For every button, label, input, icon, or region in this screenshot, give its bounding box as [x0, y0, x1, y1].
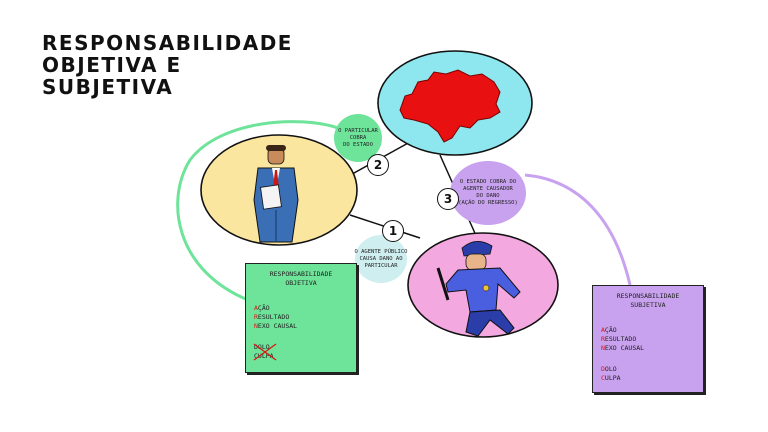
list-item: CULPA — [254, 352, 274, 360]
title-line-2: OBJETIVA E — [42, 53, 182, 77]
objective-box-title: RESPONSABILIDADE OBJETIVA — [269, 270, 333, 287]
cross-out-icon — [253, 343, 277, 361]
list-item: RESULTADO — [601, 335, 637, 343]
objective-box: RESPONSABILIDADE OBJETIVA AÇÃO RESULTADO… — [245, 263, 357, 373]
list-item: DOLO — [601, 365, 617, 373]
page-title: RESPONSABILIDADE OBJETIVA E SUBJETIVA — [42, 32, 302, 98]
crossed-out-items: DOLO CULPA — [253, 343, 277, 361]
businessman-icon — [253, 145, 299, 243]
state-map-icon — [399, 69, 501, 143]
step-1-bubble — [355, 235, 407, 283]
step-3-number: 3 — [437, 188, 459, 210]
subjective-box: RESPONSABILIDADE SUBJETIVA AÇÃO RESULTAD… — [592, 285, 704, 393]
green-connector — [176, 120, 339, 302]
list-item: RESULTADO — [254, 313, 290, 321]
step-1-number: 1 — [382, 220, 404, 242]
step-2-text: O PARTICULAR COBRA DO ESTADO — [338, 127, 378, 148]
title-line-1: RESPONSABILIDADE — [42, 31, 293, 55]
list-item: AÇÃO — [601, 326, 617, 334]
police-officer-icon — [436, 241, 521, 337]
step-3-bubble — [450, 161, 526, 225]
step-3-text: O ESTADO COBRA DO AGENTE CAUSADOR DO DAN… — [458, 179, 518, 206]
objective-items: AÇÃO RESULTADO NEXO CAUSAL — [246, 304, 356, 331]
subjective-items: AÇÃO RESULTADO NEXO CAUSAL — [593, 326, 703, 353]
list-item: NEXO CAUSAL — [601, 344, 645, 352]
step-1-text: O AGENTE PÚBLICO CAUSA DANO AO PARTICULA… — [354, 248, 408, 269]
subjective-box-title: RESPONSABILIDADE SUBJETIVA — [616, 292, 680, 309]
subjective-extra-items: DOLO CULPA — [593, 365, 703, 383]
list-item: NEXO CAUSAL — [254, 322, 298, 330]
title-line-3: SUBJETIVA — [42, 75, 174, 99]
purple-connector — [524, 173, 632, 286]
list-item: CULPA — [601, 374, 621, 382]
list-item: AÇÃO — [254, 304, 270, 312]
list-item: DOLO — [254, 343, 270, 351]
step-2-number: 2 — [367, 154, 389, 176]
step-2-bubble — [334, 114, 382, 162]
